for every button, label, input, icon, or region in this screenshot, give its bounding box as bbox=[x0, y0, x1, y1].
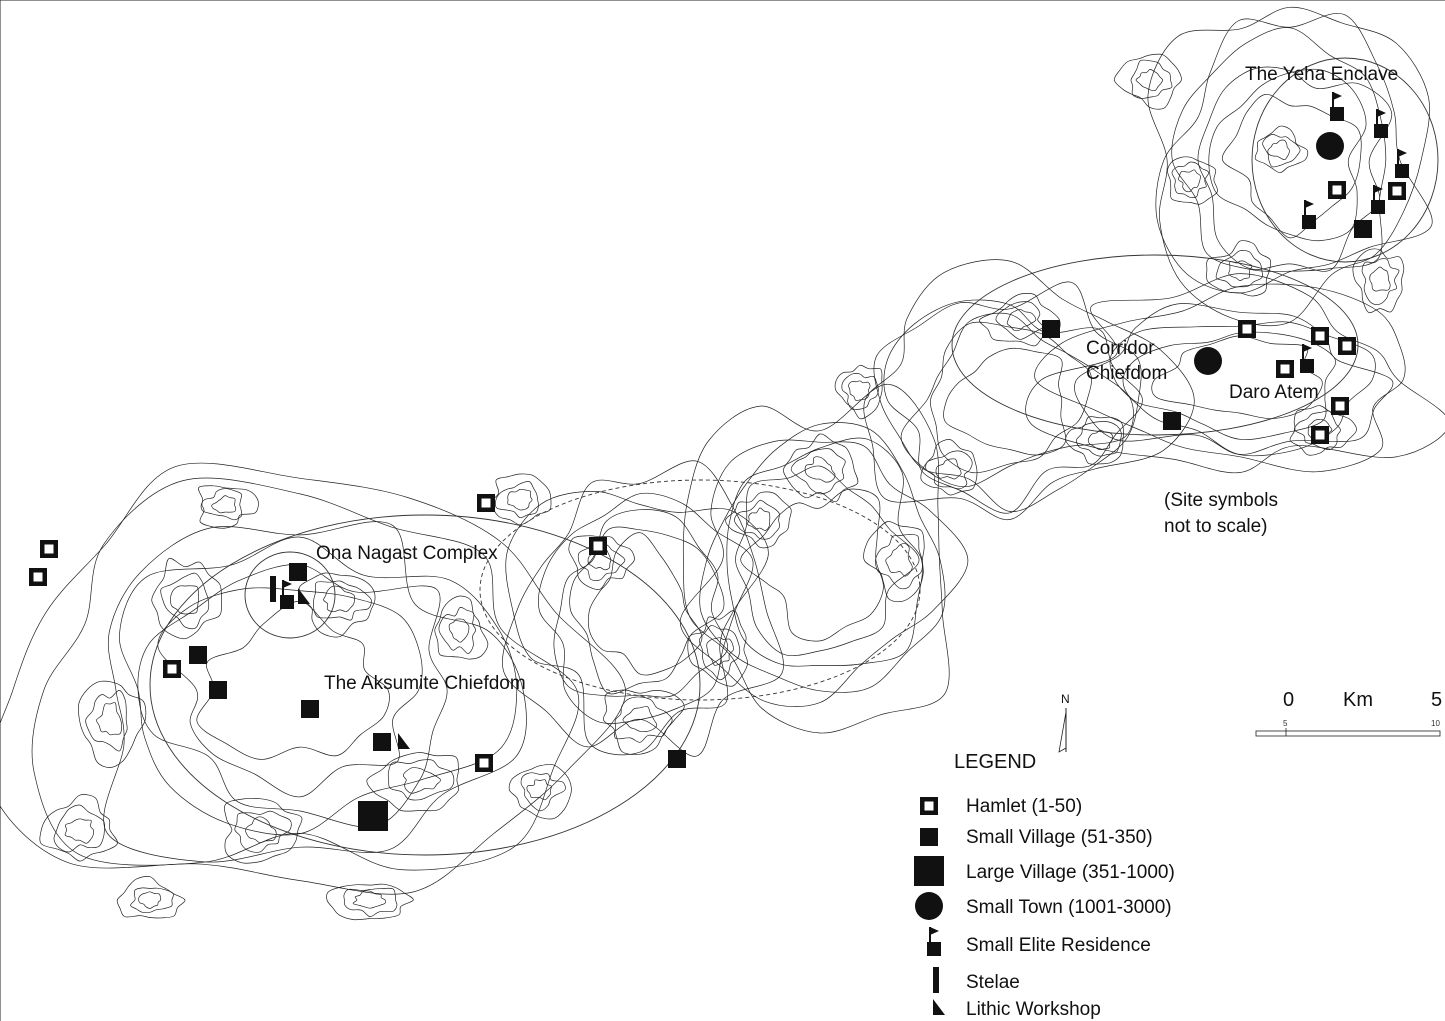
hamlet-site bbox=[477, 494, 495, 512]
scale-bar: 0 Km 5 5 10 bbox=[1255, 689, 1442, 737]
small-elite-residence-icon bbox=[926, 926, 942, 957]
hamlet-site bbox=[1276, 360, 1294, 378]
hamlet-site bbox=[1238, 320, 1256, 338]
small-village-site bbox=[189, 646, 207, 664]
scale-tick-end: 10 bbox=[1431, 719, 1440, 728]
legend-title: LEGEND bbox=[954, 751, 1036, 773]
legend-item-label: Small Elite Residence bbox=[966, 935, 1151, 956]
elite-residence-site bbox=[1299, 343, 1315, 374]
lithic-workshop-icon bbox=[933, 999, 945, 1015]
lithic-workshop-site bbox=[398, 733, 410, 749]
hamlet-site bbox=[1328, 181, 1346, 199]
aksumite-chiefdom-label: The Aksumite Chiefdom bbox=[324, 673, 526, 694]
scale-bar-segment bbox=[1255, 730, 1441, 737]
small-village-icon bbox=[920, 828, 938, 846]
hamlet-site bbox=[40, 540, 58, 558]
daro-atem-label: Daro Atem bbox=[1229, 382, 1319, 403]
small-village-site bbox=[289, 563, 307, 581]
corridor-chiefdom-boundary bbox=[951, 254, 1359, 436]
scale-start-label: 0 bbox=[1283, 689, 1294, 711]
small-village-site bbox=[1042, 320, 1060, 338]
yeha-enclave-label: The Yeha Enclave bbox=[1245, 64, 1398, 85]
corridor-chiefdom-label-line2: Chiefdom bbox=[1086, 363, 1167, 384]
hamlet-site bbox=[1338, 337, 1356, 355]
small-village-site bbox=[1163, 412, 1181, 430]
north-arrow: N bbox=[1058, 692, 1070, 753]
corridor-link-boundary bbox=[479, 479, 921, 701]
hamlet-icon bbox=[920, 797, 938, 815]
large-village-site bbox=[358, 801, 388, 831]
small-village-site bbox=[301, 700, 319, 718]
north-arrow-letter: N bbox=[1061, 692, 1070, 706]
hamlet-site bbox=[1311, 426, 1329, 444]
north-arrow-head-icon bbox=[1058, 711, 1067, 753]
small-village-site bbox=[373, 733, 391, 751]
lithic-workshop-site bbox=[298, 588, 310, 604]
scale-unit-label: Km bbox=[1343, 689, 1373, 711]
corridor-chiefdom-label-line1: Corridor bbox=[1086, 338, 1155, 359]
yeha-enclave-boundary bbox=[1251, 57, 1439, 263]
large-village-icon bbox=[914, 856, 944, 886]
small-town-site bbox=[1194, 347, 1222, 375]
small-town-site bbox=[1316, 132, 1344, 160]
elite-residence-site bbox=[1373, 108, 1389, 139]
hamlet-site bbox=[1331, 397, 1349, 415]
legend-item-label: Large Village (351-1000) bbox=[966, 862, 1175, 883]
stela-site bbox=[270, 576, 276, 602]
topographic-contours bbox=[0, 6, 1445, 921]
small-village-site bbox=[209, 681, 227, 699]
aksumite-chiefdom-boundary bbox=[149, 514, 701, 856]
yeha-sites bbox=[1301, 91, 1410, 238]
small-town-icon bbox=[915, 892, 943, 920]
ona-nagast-boundary bbox=[244, 551, 336, 639]
scale-note-line2: not to scale) bbox=[1164, 516, 1268, 537]
elite-residence-site bbox=[1329, 91, 1345, 122]
elite-residence-site bbox=[1394, 148, 1410, 179]
legend-item-label: Lithic Workshop bbox=[966, 999, 1101, 1020]
hamlet-site bbox=[1388, 182, 1406, 200]
legend: LEGEND Hamlet (1-50) Small Village (51-3… bbox=[914, 751, 1175, 1020]
legend-item-label: Small Town (1001-3000) bbox=[966, 897, 1172, 918]
hamlet-site bbox=[163, 660, 181, 678]
elite-residence-site bbox=[1370, 184, 1386, 215]
legend-item-label: Small Village (51-350) bbox=[966, 827, 1153, 848]
hamlet-site bbox=[589, 537, 607, 555]
hamlet-site bbox=[475, 754, 493, 772]
stelae-icon bbox=[933, 967, 939, 993]
small-village-site bbox=[668, 750, 686, 768]
hamlet-site bbox=[1311, 327, 1329, 345]
scale-end-label: 5 bbox=[1431, 689, 1442, 711]
elite-residence-site bbox=[279, 579, 295, 610]
hamlet-site bbox=[29, 568, 47, 586]
ona-nagast-complex-label: Ona Nagast Complex bbox=[316, 543, 498, 564]
scale-note-line1: (Site symbols bbox=[1164, 490, 1278, 511]
legend-item-label: Stelae bbox=[966, 972, 1020, 993]
legend-item-label: Hamlet (1-50) bbox=[966, 796, 1082, 817]
scale-tick-mid: 5 bbox=[1283, 719, 1288, 728]
elite-residence-site bbox=[1301, 199, 1317, 230]
small-village-site bbox=[1354, 220, 1372, 238]
